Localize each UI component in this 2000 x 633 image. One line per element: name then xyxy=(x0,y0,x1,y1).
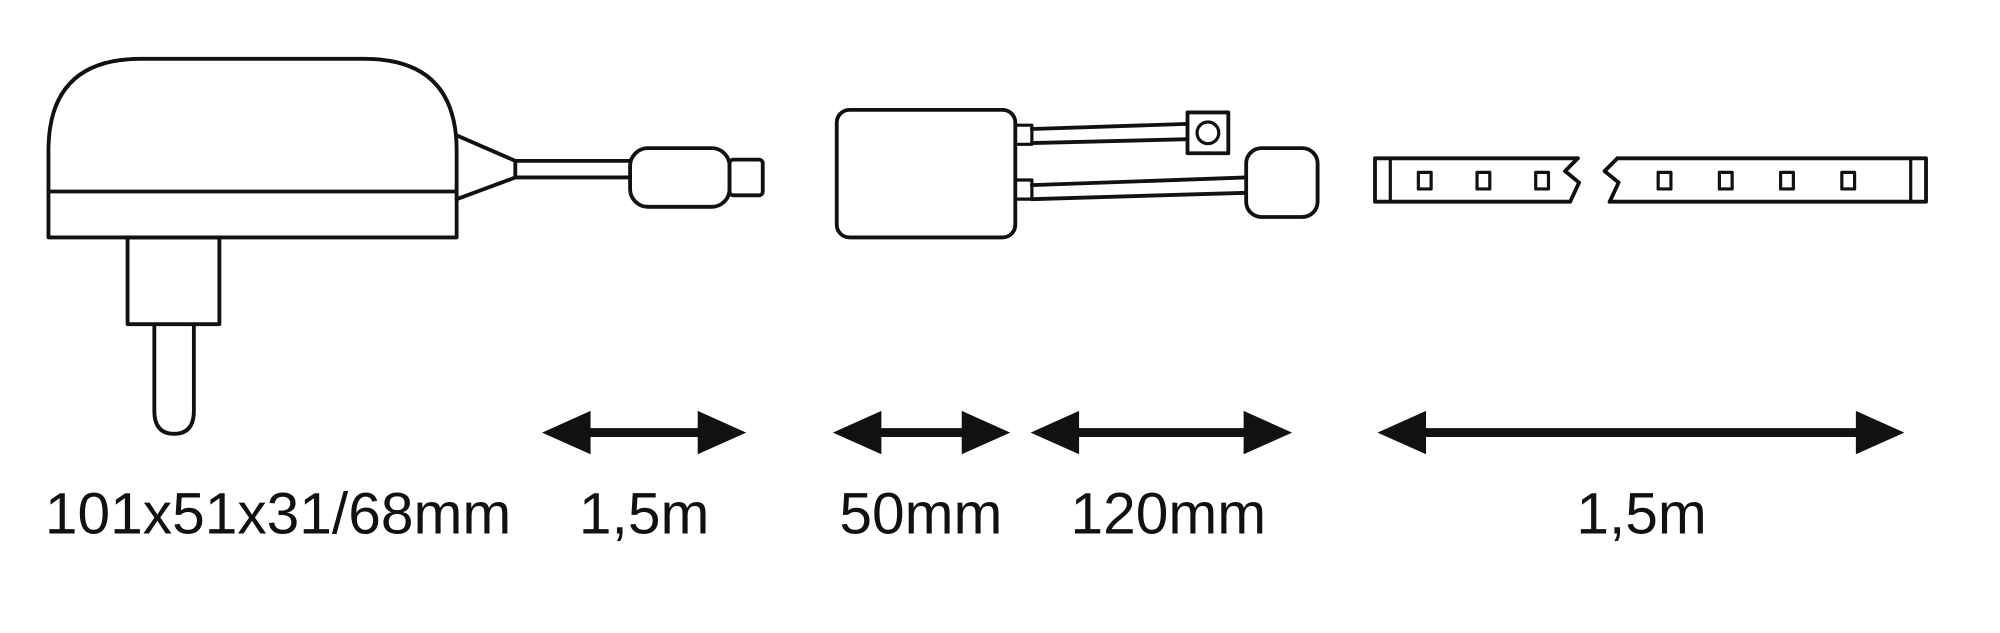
dimension-labels: 101x51x31/68mm 1,5m 50mm 120mm 1,5m xyxy=(45,481,1707,546)
controller-box xyxy=(834,107,1018,240)
led-chip xyxy=(1534,170,1551,191)
bottom-lead-lower-line xyxy=(1029,190,1249,202)
strip-segment-2-break-edge xyxy=(1602,156,1621,204)
strip-segment-1-outline xyxy=(1373,156,1580,204)
adapter-body-outline xyxy=(46,56,459,240)
cable-plug-tip xyxy=(727,157,765,198)
led-strip-drawing xyxy=(1373,156,1928,204)
controller-length-arrow xyxy=(832,410,1011,455)
led-chip xyxy=(1717,170,1734,191)
connector-cable-length-arrow xyxy=(1030,410,1293,455)
led-chip xyxy=(1416,170,1433,191)
led-chip xyxy=(1656,170,1673,191)
cable-length-arrow xyxy=(542,410,747,455)
led-chip xyxy=(1475,170,1492,191)
cable-strain-relief xyxy=(454,133,518,202)
power-adapter-drawing xyxy=(46,56,459,436)
strip-segment-1-break-edge xyxy=(1563,156,1581,204)
adapter-plug-pin xyxy=(152,322,196,436)
led-chip xyxy=(1779,170,1795,191)
controller-drawing xyxy=(834,107,1320,240)
dimension-arrows xyxy=(542,410,1905,455)
cable-plug-body xyxy=(628,146,732,209)
connector-cable-length-label: 120mm xyxy=(1071,481,1267,546)
adapter-plug-base xyxy=(125,235,222,327)
bottom-lead-upper-line xyxy=(1029,175,1249,188)
strip-connector-plug xyxy=(1244,146,1320,219)
top-lead-lower-line xyxy=(1029,137,1190,145)
controller-bottom-stub xyxy=(1013,178,1034,201)
strip-segment-2-outline xyxy=(1607,156,1928,204)
controller-top-stub xyxy=(1013,123,1034,146)
screw-terminal-block xyxy=(1185,110,1231,156)
strip-length-arrow xyxy=(1377,410,1905,455)
cable-length-label: 1,5m xyxy=(579,481,709,546)
strip-length-label: 1,5m xyxy=(1576,481,1706,546)
top-lead-upper-line xyxy=(1029,121,1190,131)
screw-terminal-screw xyxy=(1195,120,1221,146)
controller-length-label: 50mm xyxy=(839,481,1002,546)
led-chip xyxy=(1840,170,1857,191)
adapter-dimensions-label: 101x51x31/68mm xyxy=(45,481,511,546)
power-cable-drawing xyxy=(454,133,765,209)
